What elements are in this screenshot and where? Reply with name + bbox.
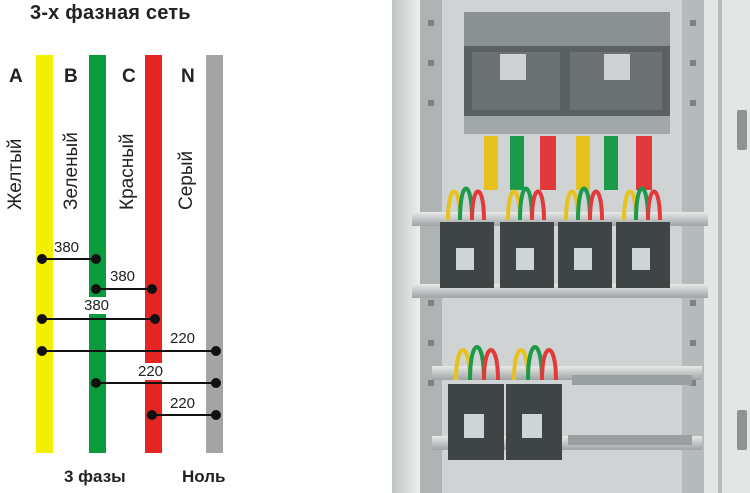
phase-letter-n: N (181, 66, 195, 87)
diagram-title: 3-х фазная сеть (30, 2, 191, 24)
neutral-footer-label: Ноль (182, 467, 226, 486)
phase-letter-c: C (122, 66, 136, 87)
voltage-label-cn: 220 (170, 395, 196, 412)
switchboard-illustration (392, 0, 750, 493)
phase-letter-b: B (64, 66, 78, 87)
phase-bus-b (89, 55, 106, 453)
phase-bus-c (145, 55, 162, 453)
phase-diagram: A B C N Желтый Зеленый Красный Серый 380… (5, 55, 226, 486)
voltage-label-ac: 380 (83, 297, 111, 314)
voltage-label-ab: 380 (54, 239, 80, 256)
voltage-label-bn: 220 (137, 363, 165, 380)
voltage-label-an: 220 (170, 330, 196, 347)
voltage-connections (37, 254, 221, 420)
voltage-label-bc: 380 (110, 268, 136, 285)
switchboard-photo (392, 0, 750, 493)
phases-footer-label: 3 фазы (64, 467, 126, 486)
phase-letter-a: A (9, 66, 23, 87)
